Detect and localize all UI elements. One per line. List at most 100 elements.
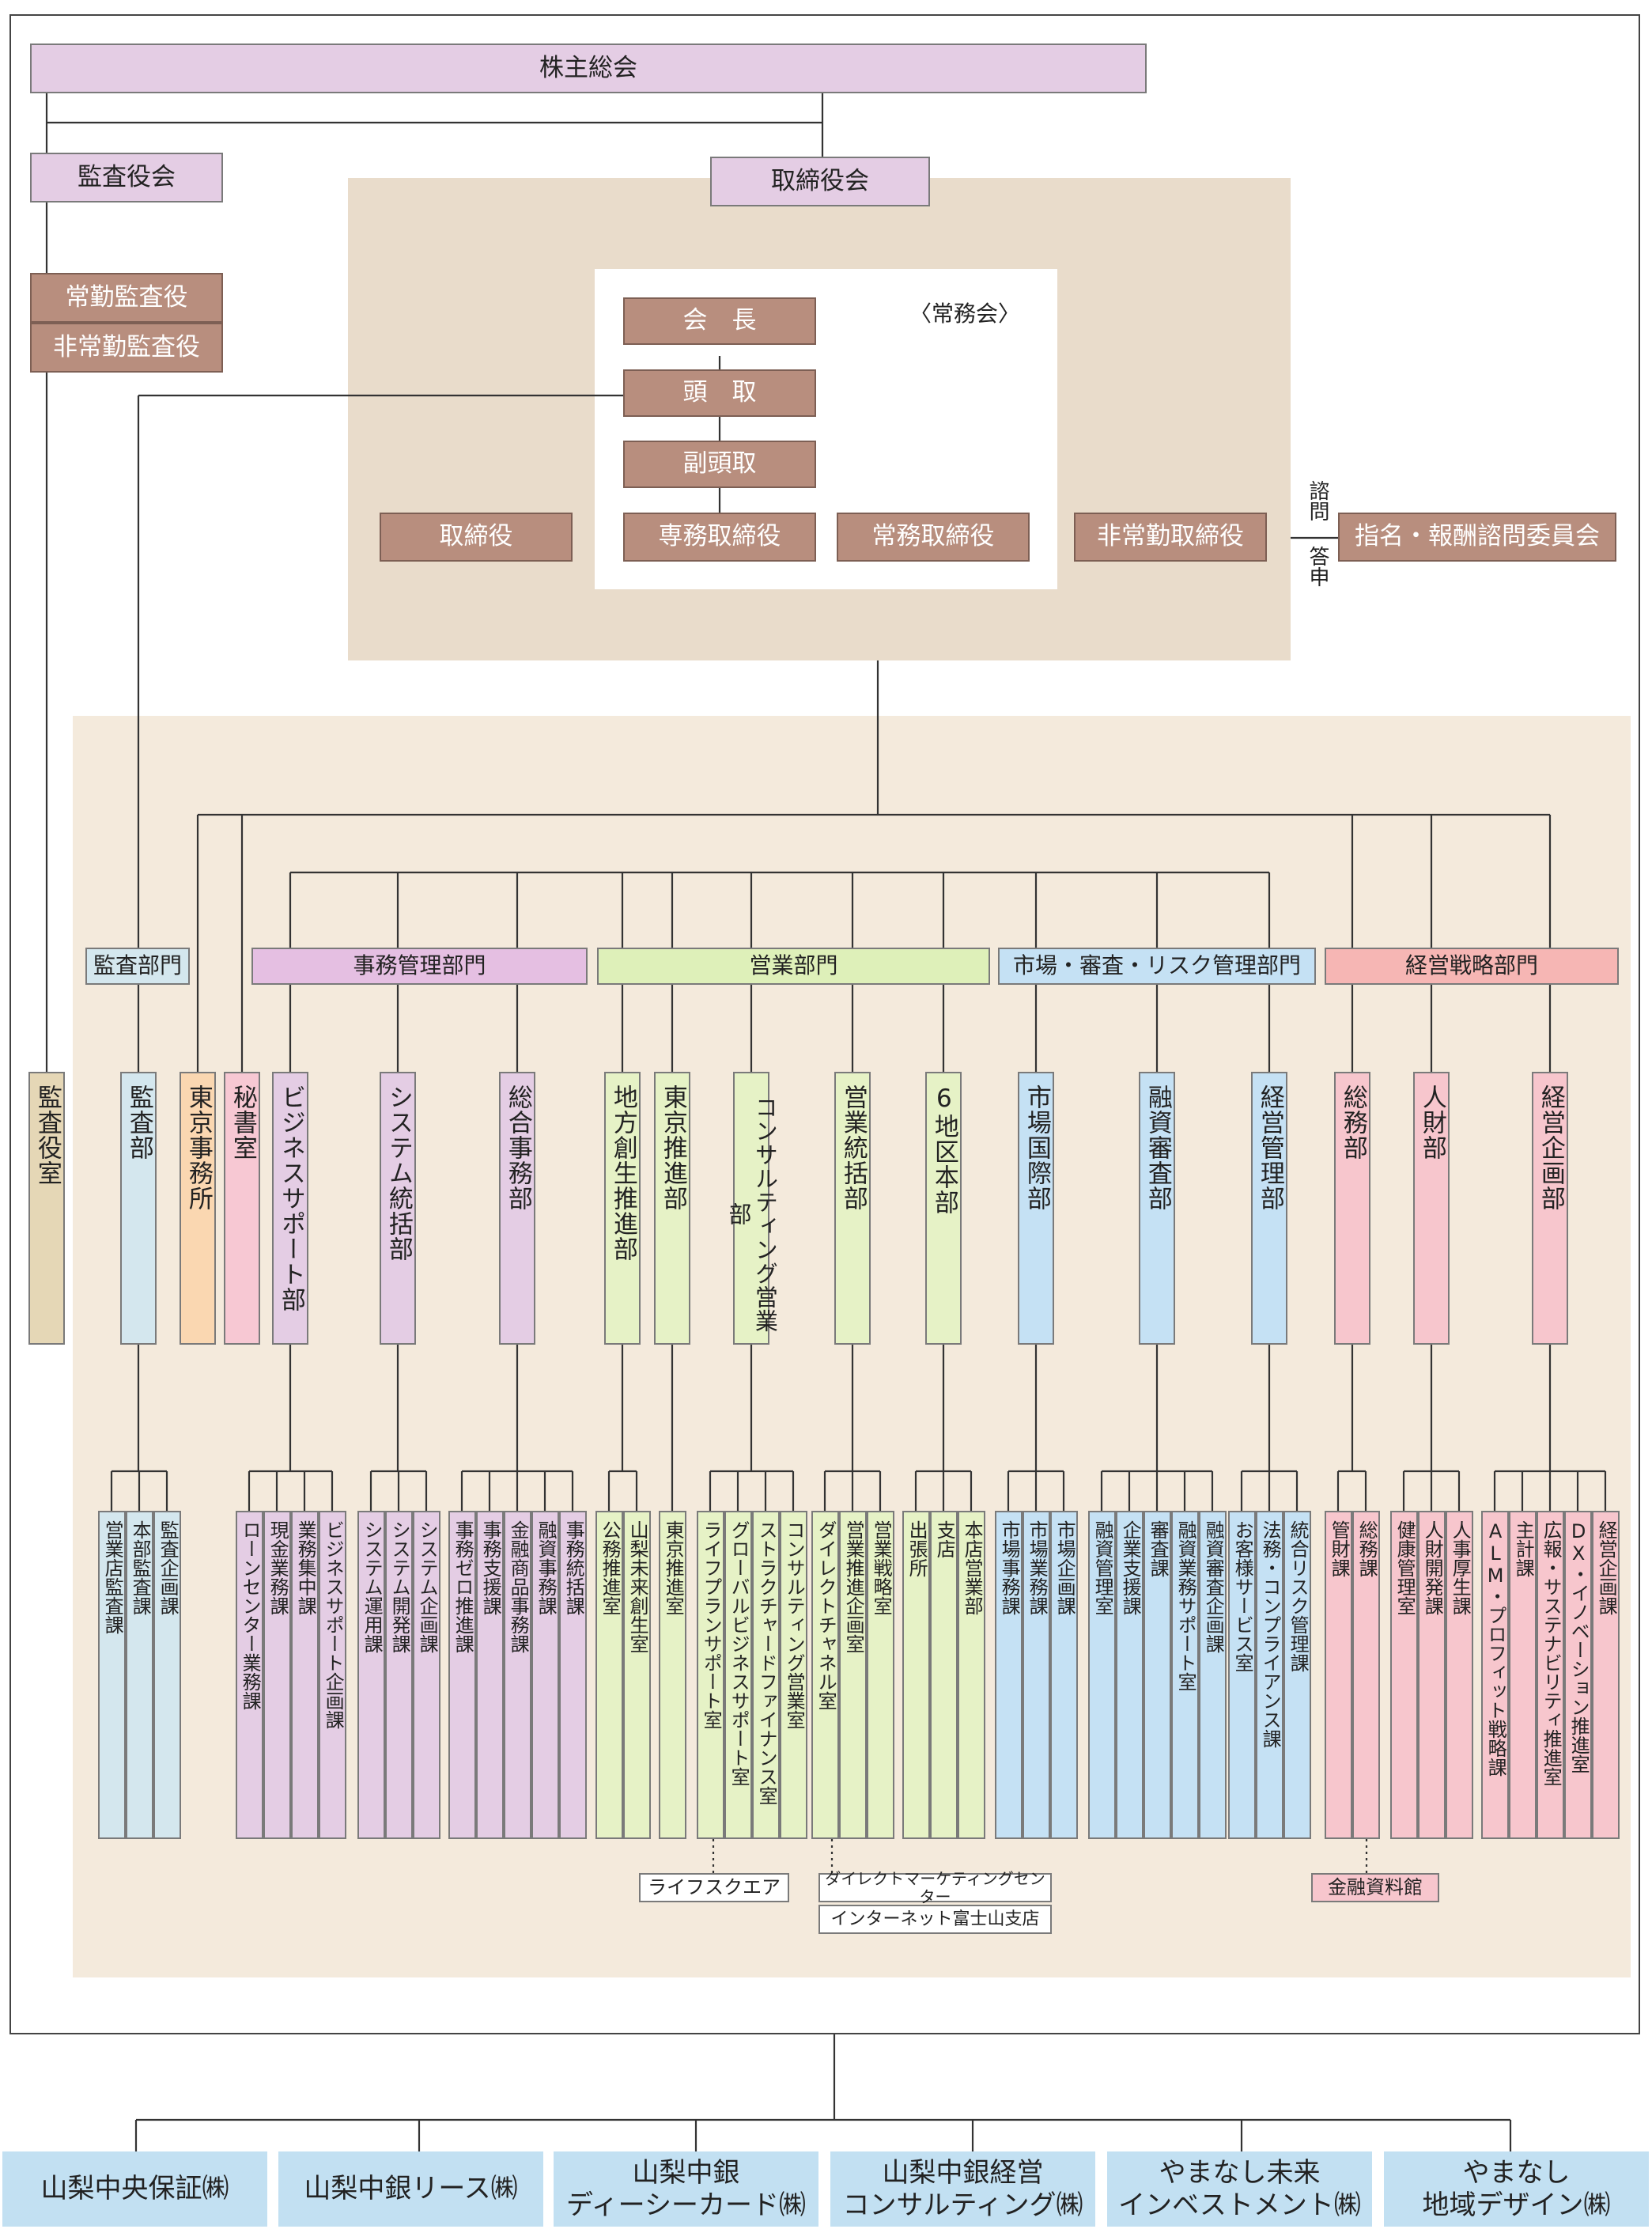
financial-museum: 金融資料館: [1311, 1873, 1439, 1902]
subsidiary-name: 山梨中央保証㈱: [40, 2173, 229, 2205]
section-market-admin: 市場事務課: [995, 1511, 1023, 1839]
section-audit-planning: 監査企画課: [153, 1511, 181, 1839]
subsidiary-name-line2: ディーシーカード㈱: [566, 2189, 806, 2221]
dept-credit: 融資審査部: [1139, 1072, 1175, 1345]
section-dx-innovation: DX・イノベーション推進室: [1564, 1511, 1592, 1839]
section-compliance: 法務・コンプライアンス課: [1256, 1511, 1283, 1839]
dept-consulting: コンサルティング営業部: [725, 1072, 778, 1345]
section-hr-development: 人財開発課: [1418, 1511, 1446, 1839]
section-admin-support: 事務支援課: [476, 1511, 504, 1839]
division-market-risk: 市場・審査・リスク管理部門: [998, 948, 1316, 985]
section-general-affairs: 総務課: [1352, 1511, 1380, 1839]
executive-committee-label: 〈常務会〉: [909, 301, 1021, 327]
section-market-business: 市場業務課: [1023, 1511, 1050, 1839]
subsidiary-card: 山梨中銀 ディーシーカード㈱: [554, 2151, 818, 2227]
section-centralized-ops: 業務集中課: [291, 1511, 319, 1839]
section-consulting-sales: コンサルティング営業室: [780, 1511, 807, 1839]
nonstanding-auditor: 非常勤監査役: [30, 323, 223, 373]
direct-marketing-center: ダイレクトマーケティングセンター: [818, 1869, 1052, 1905]
subsidiary-name: 山梨中銀経営: [882, 2156, 1044, 2189]
section-corporate-support: 企業支援課: [1116, 1511, 1144, 1839]
subsidiary-name: やまなし未来: [1159, 2156, 1321, 2189]
outside-director: 非常勤取締役: [1074, 513, 1267, 562]
subsidiary-name-line2: 地域デザイン㈱: [1422, 2189, 1611, 2221]
dept-tokyo-promo: 東京推進部: [654, 1072, 690, 1345]
dept-secretariat: 秘書室: [224, 1072, 260, 1345]
dept-six-regions: 6地区本部: [925, 1072, 962, 1345]
section-corporate-planning: 経営企画課: [1592, 1511, 1620, 1839]
subsidiary-card: やまなし 地域デザイン㈱: [1384, 2151, 1649, 2227]
section-integrated-risk: 統合リスク管理課: [1283, 1511, 1311, 1839]
dept-management: 経営管理部: [1251, 1072, 1287, 1345]
section-cash-ops: 現金業務課: [263, 1511, 291, 1839]
section-global-business: グローバルビジネスサポート室: [724, 1511, 752, 1839]
internet-fuji-branch: インターネット富士山支店: [818, 1905, 1052, 1934]
section-credit-planning: 融資審査企画課: [1199, 1511, 1227, 1839]
dept-tokyo-office: 東京事務所: [180, 1072, 216, 1345]
dept-sales-control: 営業統括部: [834, 1072, 871, 1345]
section-market-planning: 市場企画課: [1050, 1511, 1078, 1839]
section-credit-review: 審査課: [1144, 1511, 1171, 1839]
dept-hr: 人財部: [1413, 1072, 1450, 1345]
life-square: ライフスクエア: [639, 1873, 789, 1902]
senior-managing-director: 専務取締役: [623, 513, 816, 562]
section-credit-management: 融資管理室: [1088, 1511, 1116, 1839]
section-hr-welfare: 人事厚生課: [1446, 1511, 1473, 1839]
section-tokyo-promo: 東京推進室: [659, 1511, 686, 1839]
section-system-dev: システム開発課: [385, 1511, 413, 1839]
dept-system: システム統括部: [380, 1072, 416, 1345]
dept-market-intl: 市場国際部: [1018, 1072, 1054, 1345]
board-of-directors: 取締役会: [710, 157, 930, 206]
dept-business-support: ビジネスサポート部: [272, 1072, 308, 1345]
section-sales-promo-planning: 営業推進企画室: [839, 1511, 867, 1839]
section-branch: 支店: [930, 1511, 958, 1839]
nomination-committee: 指名・報酬諮問委員会: [1338, 513, 1616, 562]
section-financial-products-admin: 金融商品事務課: [504, 1511, 531, 1839]
managing-director: 常務取締役: [837, 513, 1030, 562]
president: 頭 取: [623, 369, 816, 417]
standing-auditor: 常勤監査役: [30, 273, 223, 323]
section-system-planning: システム企画課: [413, 1511, 440, 1839]
section-branch-audit: 営業店監査課: [98, 1511, 126, 1839]
audit-board: 監査役会: [30, 153, 223, 202]
division-strategy: 経営戦略部門: [1325, 948, 1619, 985]
section-loan-center: ローンセンター業務課: [236, 1511, 263, 1839]
division-audit: 監査部門: [85, 948, 190, 985]
section-main-branch: 本店営業部: [958, 1511, 985, 1839]
section-public-promo: 公務推進室: [595, 1511, 623, 1839]
subsidiary-card: やまなし未来 インベストメント㈱: [1107, 2151, 1372, 2227]
division-sales: 営業部門: [597, 948, 990, 985]
section-admin-control: 事務統括課: [559, 1511, 587, 1839]
section-loan-admin: 融資事務課: [531, 1511, 559, 1839]
answer-label: 答申: [1306, 546, 1329, 587]
section-health: 健康管理室: [1390, 1511, 1418, 1839]
section-life-plan: ライフプランサポート室: [697, 1511, 724, 1839]
section-structured-finance: ストラクチャードファイナンス室: [752, 1511, 780, 1839]
dept-audit-office: 監査役室: [28, 1072, 65, 1345]
subsidiary-name: 山梨中銀: [632, 2156, 740, 2189]
section-property: 管財課: [1325, 1511, 1352, 1839]
subsidiary-card: 山梨中銀経営 コンサルティング㈱: [830, 2151, 1095, 2227]
section-sub-branch: 出張所: [902, 1511, 930, 1839]
shareholders-meeting: 株主総会: [30, 44, 1147, 93]
section-customer-service: お客様サービス室: [1228, 1511, 1256, 1839]
subsidiary-name: 山梨中銀リース㈱: [304, 2173, 518, 2205]
subsidiary-card: 山梨中央保証㈱: [2, 2151, 267, 2227]
section-sales-strategy: 営業戦略室: [867, 1511, 894, 1839]
section-accounting: 主計課: [1509, 1511, 1537, 1839]
section-direct-channel: ダイレクトチャネル室: [811, 1511, 839, 1839]
dept-general-affairs: 総務部: [1334, 1072, 1370, 1345]
section-pr-sustainability: 広報・サステナビリティ推進室: [1537, 1511, 1564, 1839]
section-bs-planning: ビジネスサポート企画課: [319, 1511, 346, 1839]
section-alm-profit: ALM・プロフィット戦略課: [1481, 1511, 1509, 1839]
dept-regional: 地方創生推進部: [604, 1072, 641, 1345]
director: 取締役: [380, 513, 573, 562]
consult-label: 諮問: [1306, 480, 1329, 521]
division-operations: 事務管理部門: [251, 948, 588, 985]
subsidiary-name: やまなし: [1462, 2156, 1571, 2189]
subsidiary-name-line2: インベストメント㈱: [1118, 2189, 1361, 2221]
dept-audit: 監査部: [120, 1072, 157, 1345]
section-yamanashi-future: 山梨未来創生室: [623, 1511, 651, 1839]
